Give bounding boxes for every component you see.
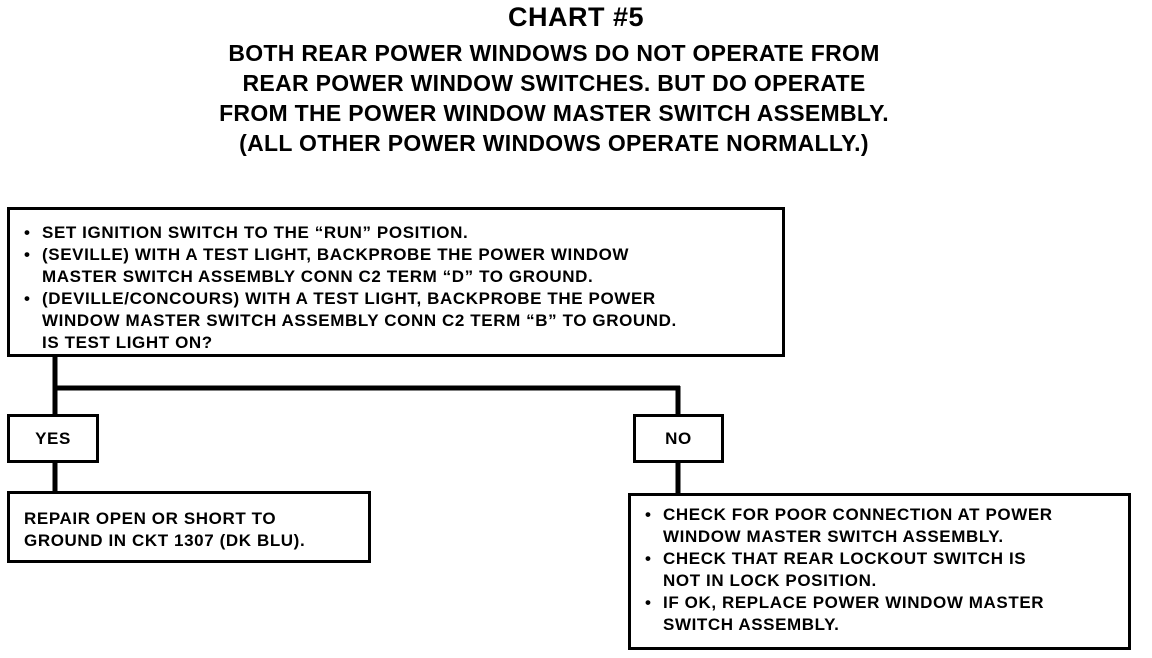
no-result-bullet-2: CHECK THAT REAR LOCKOUT SWITCH IS NOT IN… [639, 548, 1120, 592]
yes-result-box: REPAIR OPEN OR SHORT TO GROUND IN CKT 13… [7, 491, 371, 563]
subtitle-line-2: REAR POWER WINDOW SWITCHES. BUT DO OPERA… [242, 70, 866, 96]
step1-bullet-list: SET IGNITION SWITCH TO THE “RUN” POSITIO… [18, 222, 774, 354]
subtitle-line-3: FROM THE POWER WINDOW MASTER SWITCH ASSE… [219, 100, 889, 126]
no-result-bullet-1: CHECK FOR POOR CONNECTION AT POWER WINDO… [639, 504, 1120, 548]
no-result-box: CHECK FOR POOR CONNECTION AT POWER WINDO… [628, 493, 1131, 650]
step1-bullet-3: (DEVILLE/CONCOURS) WITH A TEST LIGHT, BA… [18, 288, 774, 354]
no-result-bullet-list: CHECK FOR POOR CONNECTION AT POWER WINDO… [639, 504, 1120, 636]
yes-label: YES [35, 428, 71, 448]
no-result-bullet-3: IF OK, REPLACE POWER WINDOW MASTER SWITC… [639, 592, 1120, 636]
subtitle-line-4: (ALL OTHER POWER WINDOWS OPERATE NORMALL… [239, 130, 869, 156]
chart-subtitle: BOTH REAR POWER WINDOWS DO NOT OPERATE F… [0, 38, 1108, 158]
no-decision-box: NO [633, 414, 724, 463]
subtitle-line-1: BOTH REAR POWER WINDOWS DO NOT OPERATE F… [228, 40, 880, 66]
step1-bullet-2: (SEVILLE) WITH A TEST LIGHT, BACKPROBE T… [18, 244, 774, 288]
yes-result-line-2: GROUND IN CKT 1307 (DK BLU). [24, 531, 306, 550]
no-label: NO [665, 428, 692, 448]
step1-instruction-box: SET IGNITION SWITCH TO THE “RUN” POSITIO… [7, 207, 785, 357]
step1-bullet-1: SET IGNITION SWITCH TO THE “RUN” POSITIO… [18, 222, 774, 244]
yes-result-line-1: REPAIR OPEN OR SHORT TO [24, 509, 277, 528]
chart-title: CHART #5 [507, 2, 645, 32]
yes-decision-box: YES [7, 414, 99, 463]
